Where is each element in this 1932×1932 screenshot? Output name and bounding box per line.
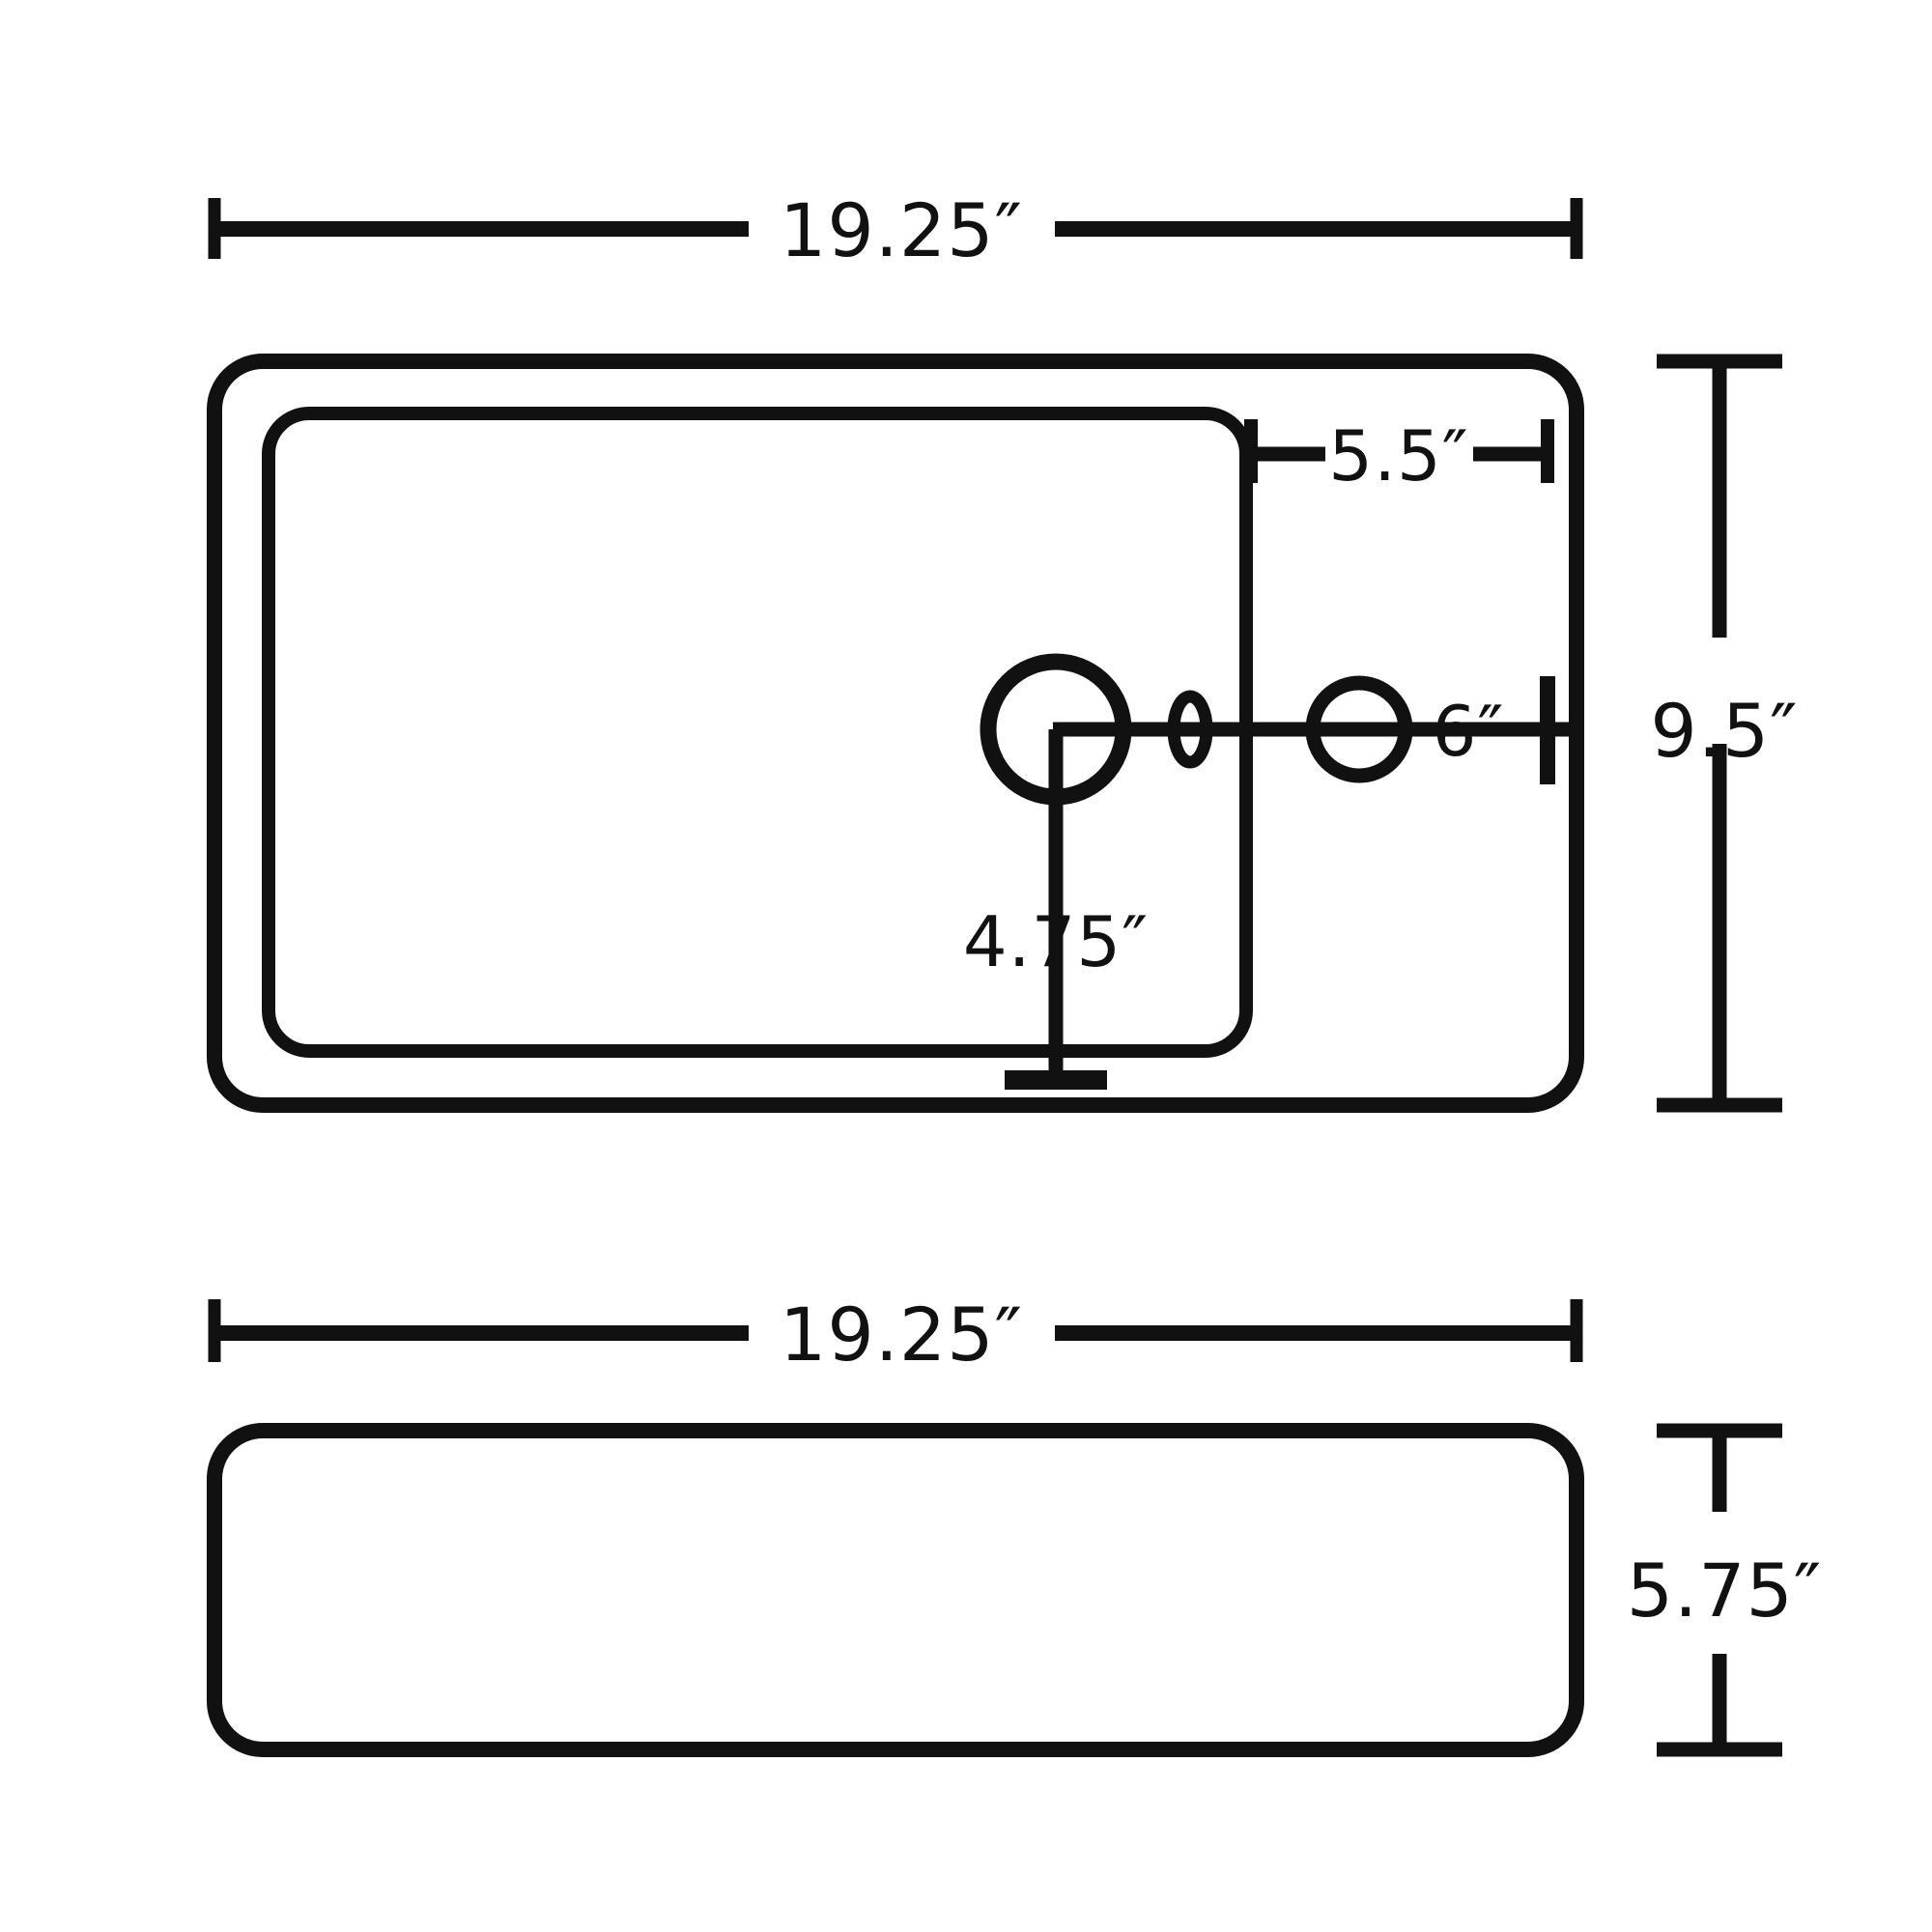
dimension-front-height: 5.75″	[1627, 1423, 1823, 1757]
dimension-label-front-width: 19.25″	[780, 1292, 1023, 1378]
dimension-label-top-height: 9.5″	[1650, 688, 1798, 774]
dimension-label-overflow: 6″	[1433, 691, 1505, 772]
faucet-hole-circle	[1305, 675, 1413, 783]
front-view-group: 19.25″ 5.75″	[207, 1292, 1823, 1757]
front-body-outline	[207, 1423, 1584, 1757]
dimension-label-top-width: 19.25″	[780, 187, 1023, 273]
top-view-group: 19.25″ 5.5″	[207, 187, 1798, 1113]
drain-hole-circle	[980, 653, 1132, 806]
dimension-label-front-height: 5.75″	[1627, 1548, 1823, 1634]
overflow-slot-ellipse	[1167, 690, 1213, 769]
dimension-top-height: 9.5″	[1650, 354, 1798, 1113]
dimension-label-inset-right: 5.5″	[1328, 415, 1468, 497]
dimension-top-width: 19.25″	[208, 187, 1583, 273]
dimension-drain-bottom: 4.75″	[963, 901, 1149, 982]
drain-assembly	[980, 653, 1577, 1090]
dimension-label-drain-bottom: 4.75″	[963, 901, 1149, 982]
dimension-overflow: 6″	[1433, 676, 1555, 784]
dimension-inset-right: 5.5″	[1244, 415, 1554, 497]
dimension-front-width: 19.25″	[208, 1292, 1583, 1378]
